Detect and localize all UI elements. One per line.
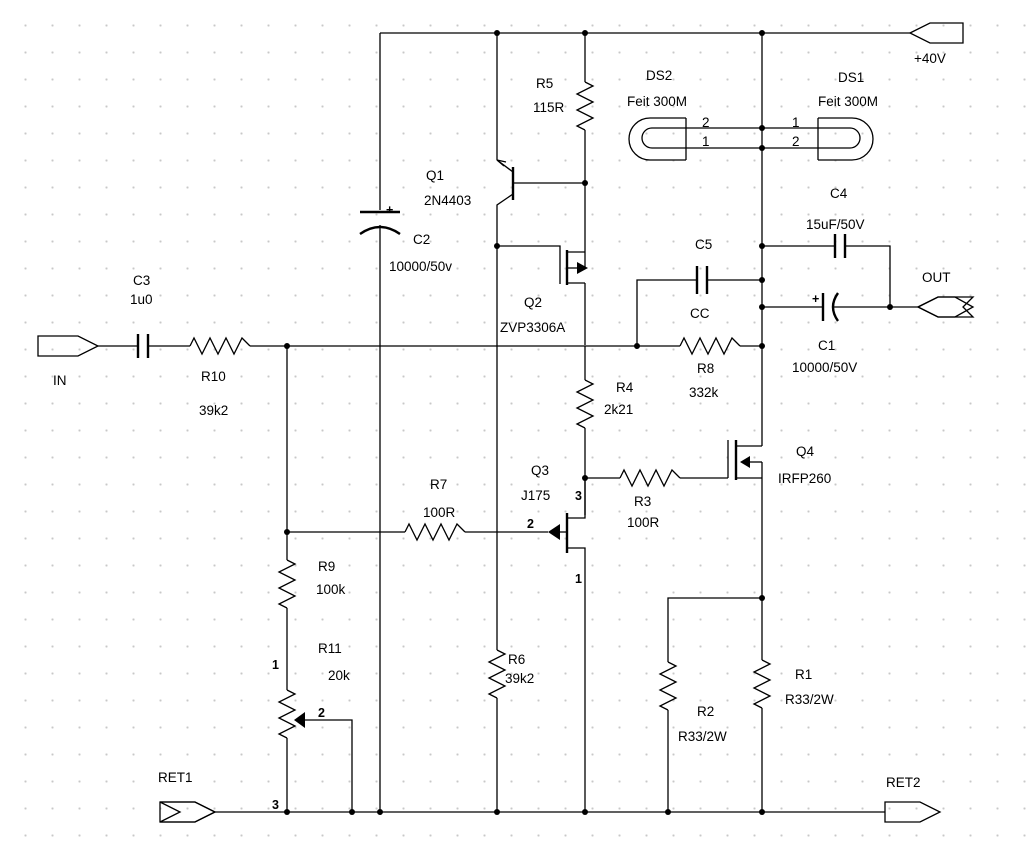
- q3-pin1: 1: [575, 572, 582, 586]
- c2-plus: +: [386, 203, 393, 217]
- ds1-pin2: 2: [792, 134, 800, 149]
- c3-capacitor: C3 1u0: [130, 273, 154, 358]
- r11-pin2: 2: [318, 706, 325, 720]
- r3-ref: R3: [634, 494, 651, 509]
- r4-resistor: R4 2k21: [575, 346, 634, 515]
- c1-ref: C1: [818, 338, 835, 353]
- q3-jfet: Q3 J175 3 2 1: [521, 463, 586, 812]
- vplus-label: +40V: [914, 51, 946, 66]
- r1-value: R33/2W: [785, 692, 834, 707]
- junction-dots: [284, 30, 893, 815]
- r8-value: 332k: [689, 385, 719, 400]
- r11-pin1: 1: [272, 658, 279, 672]
- r6-resistor: R6 39k2: [487, 625, 534, 812]
- ret1-label: RET1: [158, 770, 193, 785]
- out-port[interactable]: OUT: [916, 270, 975, 318]
- r1-resistor: R1 R33/2W: [752, 659, 834, 812]
- r10-ref: R10: [201, 369, 226, 384]
- r10-resistor: R10 39k2: [189, 336, 251, 418]
- r7-value: 100R: [423, 505, 456, 520]
- r2-ref: R2: [697, 704, 714, 719]
- r2-value: R33/2W: [678, 729, 727, 744]
- ds2-value: Feit 300M: [627, 94, 687, 109]
- out-label: OUT: [922, 270, 951, 285]
- c3-ref: C3: [133, 273, 150, 288]
- output-node-wires: [686, 33, 818, 440]
- c2-ref: C2: [413, 232, 430, 247]
- r9-value: 100k: [316, 582, 346, 597]
- q3-pin2: 2: [527, 517, 534, 531]
- r11-ref: R11: [318, 641, 342, 656]
- c5-capacitor: C5 CC: [636, 237, 762, 346]
- c4-value: 15uF/50V: [806, 217, 865, 232]
- r5-resistor: R5 115R: [533, 33, 595, 250]
- r4-value: 2k21: [604, 402, 633, 417]
- c4-ref: C4: [830, 186, 848, 201]
- q2-ref: Q2: [524, 295, 542, 310]
- power-rail-wires: [215, 32, 910, 813]
- q4-mosfet: Q4 IRFP260: [727, 440, 831, 660]
- c5-ref: C5: [695, 237, 712, 252]
- c4-capacitor: C4 15uF/50V: [762, 186, 891, 307]
- r11-value: 20k: [328, 668, 350, 683]
- ds2-ref: DS2: [646, 68, 672, 83]
- c2-capacitor: + C2 10000/50v: [359, 33, 452, 812]
- r11-potentiometer: R11 20k 1 2 3: [272, 641, 353, 812]
- q2-value: ZVP3306A: [500, 320, 565, 335]
- ds2-pin1: 1: [702, 134, 710, 149]
- q3-pin3: 3: [575, 489, 582, 503]
- ds1-pin1: 1: [792, 115, 800, 130]
- r9-ref: R9: [318, 559, 335, 574]
- r6-value: 39k2: [505, 671, 534, 686]
- r4-ref: R4: [616, 380, 634, 395]
- r8-ref: R8: [697, 361, 714, 376]
- r2-resistor: R2 R33/2W: [658, 597, 762, 812]
- r7-resistor: R7 100R: [400, 477, 466, 542]
- c1-capacitor: + C1 10000/50V: [762, 292, 918, 375]
- ret2-label: RET2: [886, 775, 921, 790]
- q1-transistor: Q1 2N4403: [424, 33, 585, 625]
- q1-value: 2N4403: [424, 193, 471, 208]
- r10-value: 39k2: [199, 403, 228, 418]
- q4-ref: Q4: [796, 444, 815, 459]
- c3-value: 1u0: [130, 292, 153, 307]
- r5-value: 115R: [533, 100, 565, 115]
- signal-wires: [98, 345, 762, 560]
- r11-pin3: 3: [272, 798, 279, 812]
- r7-ref: R7: [430, 477, 447, 492]
- in-label: IN: [53, 373, 67, 388]
- vplus-port[interactable]: +40V: [908, 22, 964, 66]
- ret1-port[interactable]: RET1: [158, 770, 217, 823]
- in-port[interactable]: IN: [37, 335, 100, 388]
- r8-resistor: R8 332k: [679, 336, 741, 400]
- ds1-value: Feit 300M: [818, 94, 878, 109]
- c5-value: CC: [690, 306, 710, 321]
- c1-value: 10000/50V: [792, 360, 857, 375]
- r3-value: 100R: [627, 515, 660, 530]
- r6-ref: R6: [508, 652, 525, 667]
- r1-ref: R1: [795, 667, 812, 682]
- c2-value: 10000/50v: [389, 259, 452, 274]
- q2-mosfet: Q2 ZVP3306A: [497, 245, 588, 345]
- q1-ref: Q1: [426, 168, 444, 183]
- r3-resistor: R3 100R: [585, 468, 728, 530]
- ds2-lamp: 2 1 DS2 Feit 300M: [627, 68, 710, 161]
- ret2-port[interactable]: RET2: [884, 775, 942, 823]
- ds2-pin2: 2: [702, 115, 710, 130]
- ds1-ref: DS1: [838, 70, 864, 85]
- r9-resistor: R9 100k: [277, 559, 346, 690]
- c1-plus: +: [812, 292, 819, 306]
- r5-ref: R5: [536, 76, 553, 91]
- q3-value: J175: [521, 488, 550, 503]
- q3-ref: Q3: [531, 463, 549, 478]
- ds1-lamp: 1 2 DS1 Feit 300M: [792, 70, 878, 161]
- q4-value: IRFP260: [778, 471, 831, 486]
